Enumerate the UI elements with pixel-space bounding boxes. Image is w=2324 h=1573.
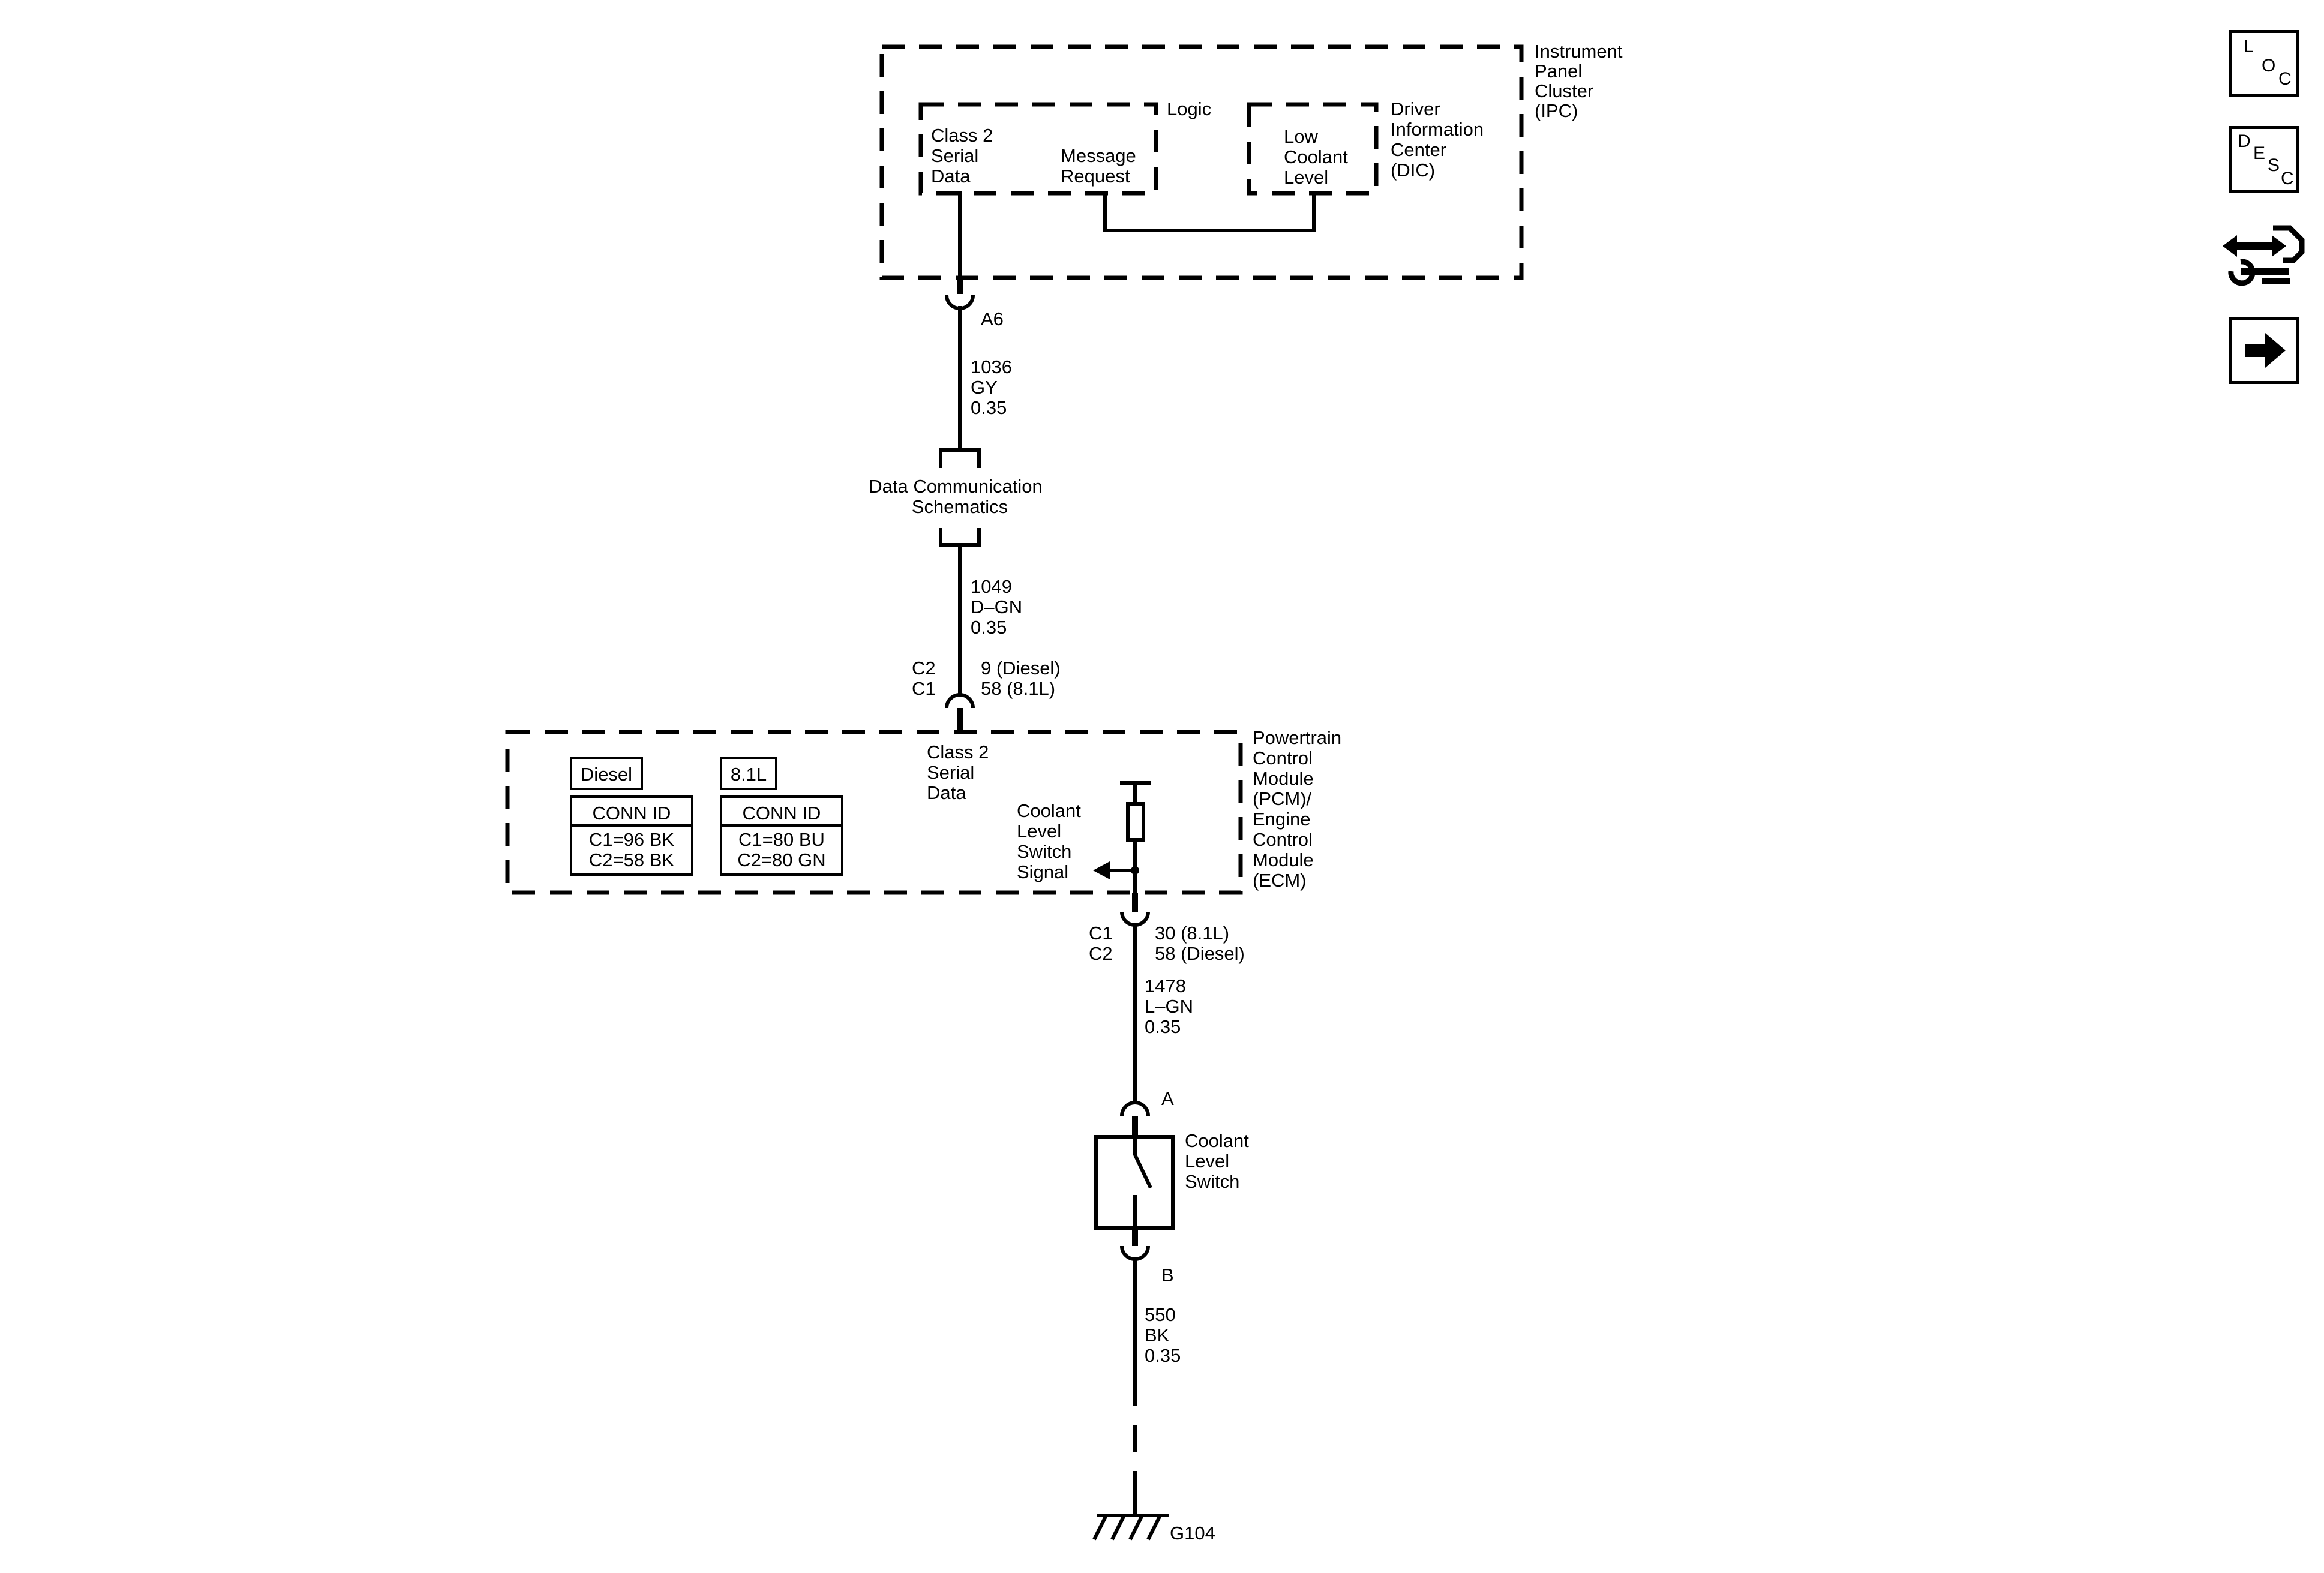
pin-diesel-label: 9 (Diesel) bbox=[981, 658, 1061, 679]
wire-1036-circuit: 1036 bbox=[971, 356, 1012, 377]
v81-tag-label: 8.1L bbox=[731, 764, 767, 785]
pcm-title-line: Module bbox=[1253, 849, 1314, 870]
data-comm-label-line: Data Communication bbox=[869, 476, 1042, 497]
v81-conn-c2: C2=80 GN bbox=[737, 849, 825, 870]
pcm-title-line: Powertrain bbox=[1253, 727, 1341, 748]
switch-name-line: Switch bbox=[1185, 1171, 1239, 1192]
ground-symbol: G104 bbox=[1092, 1493, 1215, 1544]
dic-label-line: Center bbox=[1391, 139, 1446, 160]
diesel-tag bbox=[570, 757, 643, 790]
ipc-module: Instrument Panel Cluster (IPC) Logic Cla… bbox=[879, 41, 1623, 294]
v81-conn-header: CONN ID bbox=[743, 803, 821, 824]
description-icon-button[interactable]: D E S C bbox=[2229, 126, 2299, 193]
connector-c1-label-bottom: C1 bbox=[1089, 923, 1113, 944]
coolant-signal-line: Level bbox=[1017, 821, 1061, 842]
ipc-title-line: (IPC) bbox=[1535, 100, 1578, 121]
loc-letter-o: O bbox=[2262, 56, 2276, 76]
diesel-conn-table bbox=[570, 795, 693, 876]
coolant-signal-line: Coolant bbox=[1017, 800, 1081, 821]
pcm-title-line: Control bbox=[1253, 829, 1313, 850]
wire-1036-color: GY bbox=[971, 377, 998, 398]
pcm-title-line: (PCM)/ bbox=[1253, 788, 1312, 809]
connector-wrench-icon[interactable] bbox=[2223, 216, 2307, 294]
data-comm-bracket bbox=[939, 448, 981, 468]
pcm-title-line: Control bbox=[1253, 748, 1313, 769]
pin-81l-bottom: 30 (8.1L) bbox=[1155, 923, 1229, 944]
ipc-class2-line: Class 2 bbox=[931, 125, 993, 146]
wire-1478-color: L–GN bbox=[1145, 996, 1193, 1017]
ipc-title-line: Instrument bbox=[1535, 41, 1623, 62]
ipc-message-line: Request bbox=[1061, 166, 1130, 187]
connector-c2-label: C2 bbox=[912, 658, 936, 679]
connector-c1-c2-bottom bbox=[1120, 893, 1150, 927]
loc-letter-c: C bbox=[2278, 69, 2292, 89]
ipc-low-coolant-line: Level bbox=[1284, 167, 1328, 188]
connector-a6: A6 bbox=[945, 277, 1004, 329]
switch-pin-a: A bbox=[1161, 1088, 1174, 1109]
loc-letter-l: L bbox=[2244, 37, 2254, 56]
desc-letter-c: C bbox=[2281, 169, 2294, 188]
data-comm-label-line: Schematics bbox=[912, 496, 1008, 517]
ipc-low-coolant-line: Low bbox=[1284, 126, 1318, 147]
ipc-class2-line: Serial bbox=[931, 145, 978, 166]
pcm-class2-line: Serial bbox=[927, 762, 974, 783]
data-comm-bracket bbox=[939, 528, 981, 547]
wire-550-size: 0.35 bbox=[1145, 1345, 1181, 1366]
wire-1049-size: 0.35 bbox=[971, 617, 1007, 638]
switch-pin-b: B bbox=[1161, 1265, 1174, 1286]
coolant-signal-line: Signal bbox=[1017, 861, 1068, 882]
next-arrow-button[interactable] bbox=[2229, 317, 2299, 384]
connector-a6-label: A6 bbox=[981, 308, 1004, 329]
dic-label-line: Driver bbox=[1391, 98, 1440, 119]
pcm-title-line: Module bbox=[1253, 768, 1314, 789]
pcm-title-line: Engine bbox=[1253, 809, 1311, 830]
pin-diesel-bottom: 58 (Diesel) bbox=[1155, 943, 1245, 964]
location-icon-button[interactable]: L O C bbox=[2229, 30, 2299, 97]
desc-letter-s: S bbox=[2268, 155, 2280, 175]
diesel-conn-header: CONN ID bbox=[593, 803, 671, 824]
ipc-title-line: Panel bbox=[1535, 61, 1582, 82]
pcm-module: Powertrain Control Module (PCM)/ Engine … bbox=[505, 727, 1341, 912]
wire-1478-size: 0.35 bbox=[1145, 1016, 1181, 1037]
ipc-logic-label: Logic bbox=[1167, 98, 1211, 119]
wire-1036-size: 0.35 bbox=[971, 397, 1007, 418]
desc-letter-e: E bbox=[2253, 143, 2266, 163]
pcm-class2-line: Data bbox=[927, 782, 966, 803]
wire-550-circuit: 550 bbox=[1145, 1304, 1176, 1325]
switch-name-line: Coolant bbox=[1185, 1130, 1249, 1151]
ground-label: G104 bbox=[1170, 1523, 1215, 1544]
pcm-class2-line: Class 2 bbox=[927, 742, 989, 763]
v81-tag bbox=[720, 757, 777, 790]
desc-letter-d: D bbox=[2238, 131, 2251, 151]
ipc-title-line: Cluster bbox=[1535, 80, 1593, 101]
ipc-logic-box bbox=[918, 102, 1158, 196]
ipc-class2-line: Data bbox=[931, 166, 971, 187]
wire-1049-color: D–GN bbox=[971, 596, 1022, 617]
switch-name-line: Level bbox=[1185, 1151, 1229, 1172]
connector-c2-label-bottom: C2 bbox=[1089, 943, 1113, 964]
connector-c1-label: C1 bbox=[912, 678, 936, 699]
connector-c1-c2-top bbox=[945, 693, 975, 732]
wire-1478-circuit: 1478 bbox=[1145, 975, 1186, 996]
diesel-conn-c2: C2=58 BK bbox=[589, 849, 675, 870]
dic-label-line: (DIC) bbox=[1391, 160, 1435, 181]
dic-label-line: Information bbox=[1391, 119, 1484, 140]
v81-conn-c1: C1=80 BU bbox=[738, 829, 825, 850]
pcm-title-line: (ECM) bbox=[1253, 870, 1307, 891]
coolant-level-switch: A B Coolant Level Switch bbox=[1094, 1088, 1249, 1286]
v81-conn-table bbox=[720, 795, 843, 876]
right-arrow-icon bbox=[2245, 333, 2286, 368]
ipc-message-line: Message bbox=[1061, 145, 1136, 166]
diesel-conn-c1: C1=96 BK bbox=[589, 829, 675, 850]
message-request-link bbox=[1103, 191, 1316, 232]
wire-1049-circuit: 1049 bbox=[971, 576, 1012, 597]
ipc-dashed-box bbox=[879, 44, 1524, 280]
diesel-tag-label: Diesel bbox=[581, 764, 632, 785]
pin-81l-label: 58 (8.1L) bbox=[981, 678, 1055, 699]
coolant-signal-line: Switch bbox=[1017, 841, 1071, 862]
ipc-low-coolant-line: Coolant bbox=[1284, 146, 1348, 167]
wire-550-color: BK bbox=[1145, 1325, 1170, 1346]
